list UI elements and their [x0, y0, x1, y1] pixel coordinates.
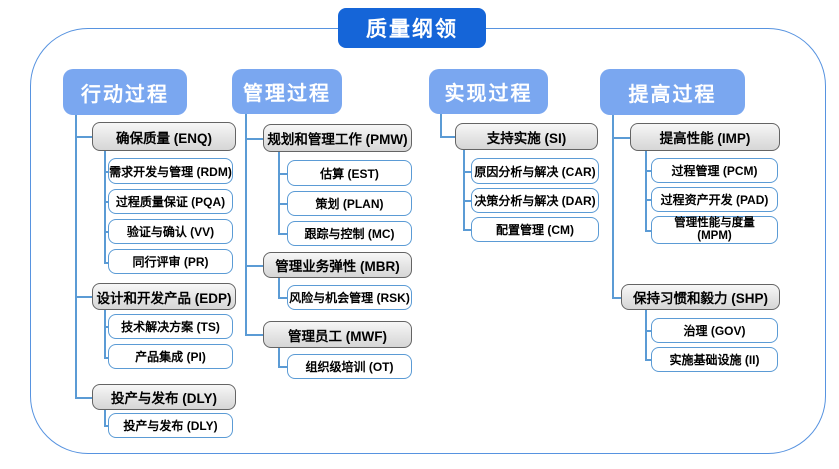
- connector-line: [75, 296, 92, 298]
- connector-line: [463, 229, 471, 231]
- process-box-ot: 组织级培训 (OT): [287, 354, 412, 379]
- column-header-action-process: 行动过程: [63, 69, 187, 115]
- connector-line: [612, 297, 621, 299]
- process-box-est: 估算 (EST): [287, 160, 412, 186]
- group-box-edp: 设计和开发产品 (EDP): [92, 283, 236, 310]
- connector-line: [278, 297, 287, 299]
- connector-line: [463, 171, 471, 173]
- connector-line: [278, 366, 287, 368]
- group-box-shp: 保持习惯和毅力 (SHP): [621, 284, 780, 310]
- process-box-car: 原因分析与解决 (CAR): [471, 158, 599, 184]
- connector-line: [245, 138, 263, 140]
- process-box-vv: 验证与确认 (VV): [108, 219, 233, 244]
- process-box-rdm: 需求开发与管理 (RDM): [108, 158, 233, 184]
- connector-line: [645, 199, 651, 201]
- group-box-pmw: 规划和管理工作 (PMW): [263, 124, 412, 152]
- connector-line: [645, 359, 651, 361]
- process-box-pad: 过程资产开发 (PAD): [651, 187, 778, 212]
- group-box-si: 支持实施 (SI): [455, 123, 598, 150]
- connector-line: [104, 171, 110, 173]
- process-box-mpm: 管理性能与度量 (MPM): [651, 216, 778, 244]
- connector-line: [104, 201, 110, 203]
- connector-line: [245, 114, 247, 334]
- connector-line: [245, 265, 263, 267]
- process-box-ii: 实施基础设施 (II): [651, 347, 778, 372]
- process-box-dar: 决策分析与解决 (DAR): [471, 188, 599, 213]
- process-box-pcm: 过程管理 (PCM): [651, 158, 778, 183]
- process-box-pi: 产品集成 (PI): [108, 344, 233, 369]
- connector-line: [612, 137, 630, 139]
- connector-line: [245, 334, 263, 336]
- column-header-management-process: 管理过程: [232, 69, 342, 114]
- connector-line: [645, 170, 651, 172]
- column-header-improvement-process: 提高过程: [600, 69, 745, 115]
- connector-line: [278, 203, 287, 205]
- connector-line: [104, 425, 110, 427]
- connector-line: [75, 136, 92, 138]
- connector-line: [645, 151, 647, 230]
- connector-line: [463, 150, 465, 229]
- connector-line: [278, 348, 280, 366]
- connector-line: [104, 357, 110, 359]
- connector-line: [104, 326, 110, 328]
- connector-line: [612, 115, 614, 297]
- group-box-mbr: 管理业务弹性 (MBR): [263, 252, 412, 278]
- process-box-pqa: 过程质量保证 (PQA): [108, 189, 233, 214]
- process-box-dly: 投产与发布 (DLY): [108, 413, 233, 438]
- connector-line: [278, 278, 280, 297]
- group-box-enq: 确保质量 (ENQ): [92, 122, 236, 151]
- group-box-dly: 投产与发布 (DLY): [92, 384, 236, 410]
- connector-line: [104, 231, 110, 233]
- connector-line: [75, 397, 92, 399]
- connector-line: [278, 173, 287, 175]
- process-box-rsk: 风险与机会管理 (RSK): [287, 285, 412, 310]
- process-box-ts: 技术解决方案 (TS): [108, 314, 233, 339]
- connector-line: [104, 262, 110, 264]
- connector-line: [278, 152, 280, 233]
- connector-line: [104, 310, 106, 357]
- connector-line: [104, 151, 106, 262]
- connector-line: [75, 115, 77, 397]
- connector-line: [440, 136, 455, 138]
- connector-line: [645, 310, 647, 359]
- connector-line: [104, 410, 106, 425]
- column-header-realization-process: 实现过程: [429, 69, 548, 114]
- process-box-pr: 同行评审 (PR): [108, 249, 233, 274]
- process-box-cm: 配置管理 (CM): [471, 217, 599, 242]
- group-box-imp: 提高性能 (IMP): [630, 123, 780, 151]
- connector-line: [463, 200, 471, 202]
- group-box-mwf: 管理员工 (MWF): [263, 321, 412, 348]
- connector-line: [645, 330, 651, 332]
- connector-line: [278, 233, 287, 235]
- connector-line: [440, 114, 442, 136]
- diagram-title: 质量纲领: [338, 8, 486, 48]
- process-box-mc: 跟踪与控制 (MC): [287, 221, 412, 246]
- connector-line: [645, 230, 651, 232]
- process-box-plan: 策划 (PLAN): [287, 191, 412, 216]
- process-box-gov: 治理 (GOV): [651, 318, 778, 343]
